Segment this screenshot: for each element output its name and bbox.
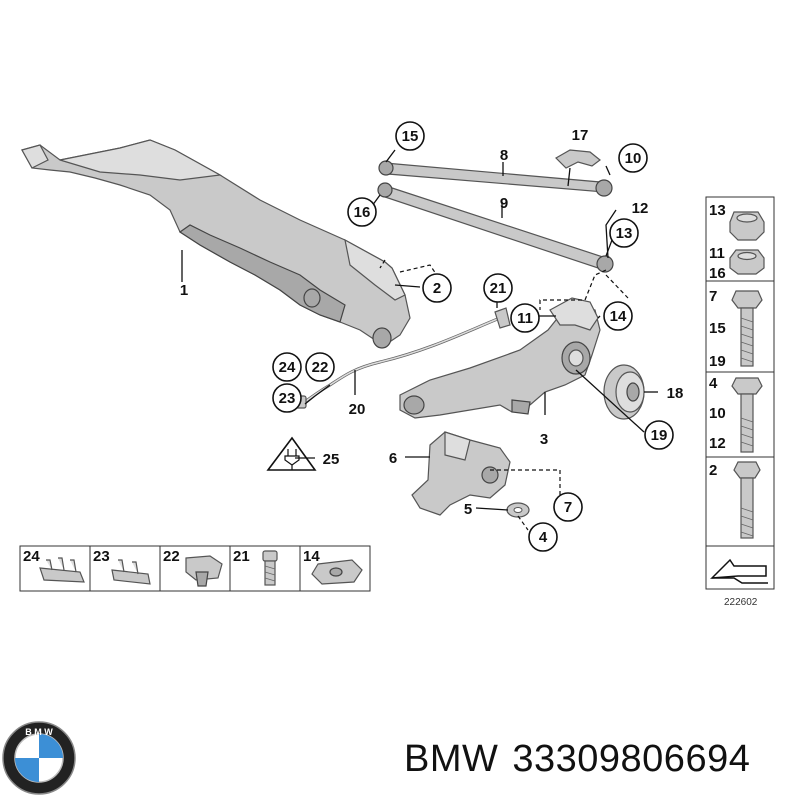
- callout-20: 20: [349, 401, 366, 418]
- callout-10: 10: [618, 143, 648, 173]
- callout-label: 20: [349, 401, 366, 418]
- wheel-carrier-part-3: [399, 297, 601, 419]
- callout-label: 21: [490, 280, 507, 297]
- part-number: 33309806694: [512, 738, 751, 780]
- hw-label-7: 7: [709, 288, 717, 305]
- washer-part-5: [506, 502, 530, 518]
- callout-label: 22: [312, 359, 329, 376]
- callout-25: 25: [323, 451, 340, 468]
- product-title: BMW 33309806694: [404, 738, 764, 781]
- rear-subframe-part-1: [21, 139, 411, 349]
- clip-label-23: 23: [93, 548, 110, 565]
- callout-11: 11: [510, 303, 540, 333]
- callout-label: 11: [517, 310, 533, 327]
- clip-23-icon: [111, 559, 151, 585]
- bracket-part-6: [411, 431, 511, 516]
- bolt-4: [731, 377, 763, 453]
- callout-label: 2: [433, 280, 441, 297]
- clip-21-icon: [262, 550, 278, 586]
- clip-14-icon: [311, 559, 363, 585]
- callout-12: 12: [632, 200, 649, 217]
- hw-label-10: 10: [709, 405, 726, 422]
- callout-label: 18: [667, 385, 684, 402]
- callout-17: 17: [572, 127, 589, 144]
- callout-13: 13: [609, 218, 639, 248]
- electrical-warning-icon: [266, 436, 317, 471]
- callout-label: 10: [625, 150, 642, 167]
- hw-label-19: 19: [709, 353, 726, 370]
- callout-label: 23: [279, 390, 296, 407]
- hw-label-2: 2: [709, 462, 717, 479]
- flange-nut-13: [729, 211, 765, 241]
- callout-label: 5: [464, 501, 472, 518]
- callout-label: 15: [402, 128, 419, 145]
- callout-label: 17: [572, 127, 589, 144]
- clip-strip: 24 23 22 21 14: [19, 545, 371, 592]
- upper-control-arm-part-8: [378, 160, 613, 197]
- callout-label: 3: [540, 431, 548, 448]
- callout-1: 1: [180, 282, 188, 299]
- callout-label: 13: [616, 225, 633, 242]
- callout-16: 16: [347, 197, 377, 227]
- callout-2: 2: [422, 273, 452, 303]
- callout-21: 21: [483, 273, 513, 303]
- callout-22: 22: [305, 352, 335, 382]
- bolt-7: [731, 290, 763, 367]
- callout-label: 6: [389, 450, 397, 467]
- callout-24: 24: [272, 352, 302, 382]
- clip-22-icon: [185, 555, 223, 587]
- wheel-hub-part-18: [603, 364, 645, 420]
- hw-label-16: 16: [709, 265, 726, 282]
- callout-15: 15: [395, 121, 425, 151]
- callout-8: 8: [500, 147, 508, 164]
- callout-14: 14: [603, 301, 633, 331]
- clip-label-24: 24: [23, 548, 40, 565]
- callout-label: 14: [610, 308, 627, 325]
- callout-23: 23: [272, 383, 302, 413]
- callout-label: 7: [564, 499, 572, 516]
- callout-label: 1: [180, 282, 188, 299]
- callout-3: 3: [540, 431, 548, 448]
- callout-5: 5: [464, 501, 472, 518]
- bolt-2: [733, 461, 761, 539]
- direction-arrow-icon: [710, 558, 768, 584]
- callout-label: 25: [323, 451, 340, 468]
- hw-label-4: 4: [709, 375, 718, 392]
- hw-label-12: 12: [709, 435, 726, 452]
- callout-label: 12: [632, 200, 649, 217]
- clip-label-22: 22: [163, 548, 180, 565]
- clip-label-14: 14: [303, 548, 320, 565]
- callout-label: 19: [651, 427, 668, 444]
- brand-name: BMW: [404, 738, 499, 780]
- callout-label: 4: [539, 529, 548, 546]
- hw-label-15: 15: [709, 320, 726, 337]
- callout-label: 16: [354, 204, 371, 221]
- hw-label-13: 13: [709, 202, 726, 219]
- callout-label: 8: [500, 147, 508, 164]
- hw-label-11: 11: [709, 245, 725, 262]
- callout-label: 24: [279, 359, 296, 376]
- hardware-panel: 13 11 16 7 15 19 4 10 12 2: [705, 196, 775, 590]
- callout-19: 19: [644, 420, 674, 450]
- diagram-code: 222602: [724, 597, 758, 608]
- bmw-logo: B M W: [2, 721, 76, 795]
- clip-label-21: 21: [233, 548, 250, 565]
- callout-18: 18: [667, 385, 684, 402]
- svg-text:B M W: B M W: [25, 727, 53, 737]
- callout-7: 7: [553, 492, 583, 522]
- callout-6: 6: [389, 450, 397, 467]
- callout-label: 9: [500, 195, 508, 212]
- callout-9: 9: [500, 195, 508, 212]
- lower-control-arm-part-9: [377, 182, 614, 273]
- flange-nut-11: [729, 249, 765, 275]
- callout-4: 4: [528, 522, 558, 552]
- sensor-bracket-part-17: [555, 149, 601, 187]
- clip-24-icon: [39, 557, 85, 583]
